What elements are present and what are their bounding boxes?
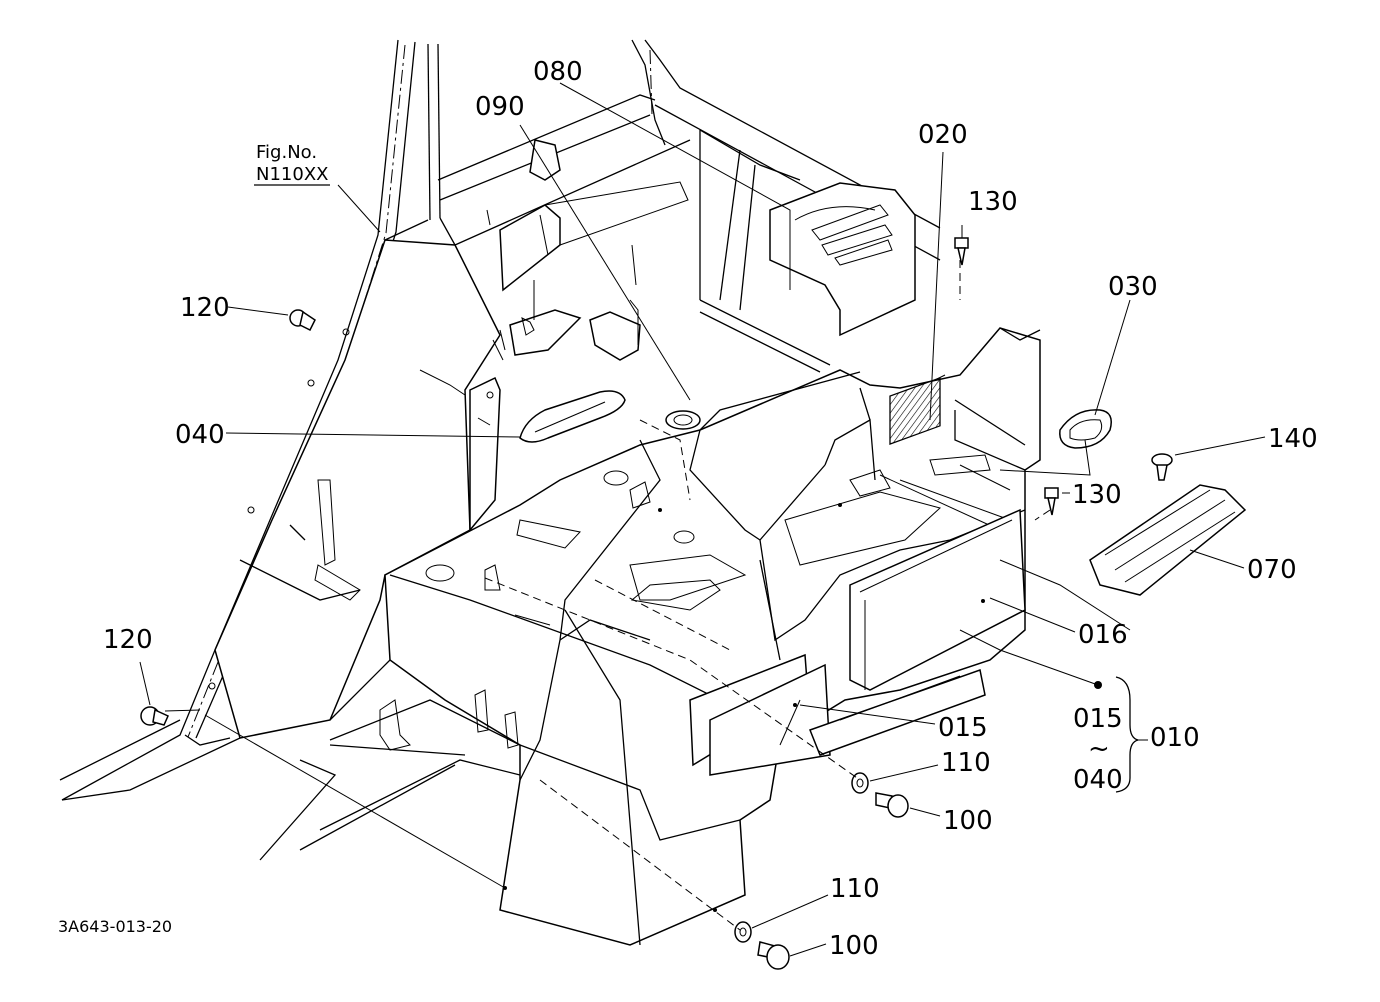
callout-130-lower: 130: [1072, 480, 1122, 510]
callout-030: 030: [1108, 272, 1158, 302]
callout-120-lower: 120: [103, 625, 153, 655]
callout-tilde: ~: [1088, 734, 1110, 764]
seat-base-body: [259, 327, 1041, 946]
callout-016: 016: [1078, 620, 1128, 650]
rear-brackets: [419, 139, 689, 533]
part-070-step: [1089, 484, 1247, 596]
callout-140: 140: [1268, 424, 1318, 454]
assembly-dash-lines: [484, 260, 1051, 931]
part-016-side-panel: [849, 508, 1026, 691]
floor-rail: [779, 669, 986, 756]
part-090-grommet: [665, 410, 701, 430]
callout-080: 080: [533, 57, 583, 87]
callout-100-upper: 100: [943, 806, 993, 836]
screw-140: [1151, 453, 1173, 481]
callout-040: 040: [175, 420, 225, 450]
callout-015-range-start: 015: [1073, 704, 1123, 734]
callout-010: 010: [1150, 723, 1200, 753]
part-080-cushion: [769, 182, 916, 337]
leader-lines: [139, 82, 1266, 957]
callout-120-upper: 120: [180, 293, 230, 323]
callout-020: 020: [918, 120, 968, 150]
part-015-plate: [689, 653, 831, 776]
callout-110-lower: 110: [830, 874, 880, 904]
screw-130-upper: [954, 237, 969, 266]
part-040-handle: [519, 390, 626, 443]
callout-110-upper: 110: [941, 748, 991, 778]
reference-dots: [503, 503, 985, 912]
callout-130-upper: 130: [968, 187, 1018, 217]
bolt-120-upper: [289, 309, 316, 332]
bolt-100-upper: [875, 792, 909, 818]
callout-040-range-end: 040: [1073, 765, 1123, 795]
bolt-100-lower: [757, 941, 790, 970]
callout-015: 015: [938, 713, 988, 743]
part-020-label: [889, 376, 941, 445]
part-030-grip: [1059, 409, 1112, 449]
washer-110-lower: [734, 921, 752, 943]
fig-no-label: Fig.No.: [256, 142, 317, 163]
range-bracket: [1094, 676, 1148, 793]
callout-090: 090: [475, 92, 525, 122]
screw-130-lower: [1044, 487, 1059, 516]
callout-070: 070: [1247, 555, 1297, 585]
drawing-code: 3A643-013-20: [58, 917, 172, 936]
fig-no-value: N110XX: [256, 164, 328, 185]
washer-110-upper: [851, 772, 869, 794]
floor-openings: [629, 454, 1011, 611]
left-side-panel: [59, 239, 501, 801]
bolt-120-lower: [140, 706, 169, 726]
callout-100-lower: 100: [829, 931, 879, 961]
